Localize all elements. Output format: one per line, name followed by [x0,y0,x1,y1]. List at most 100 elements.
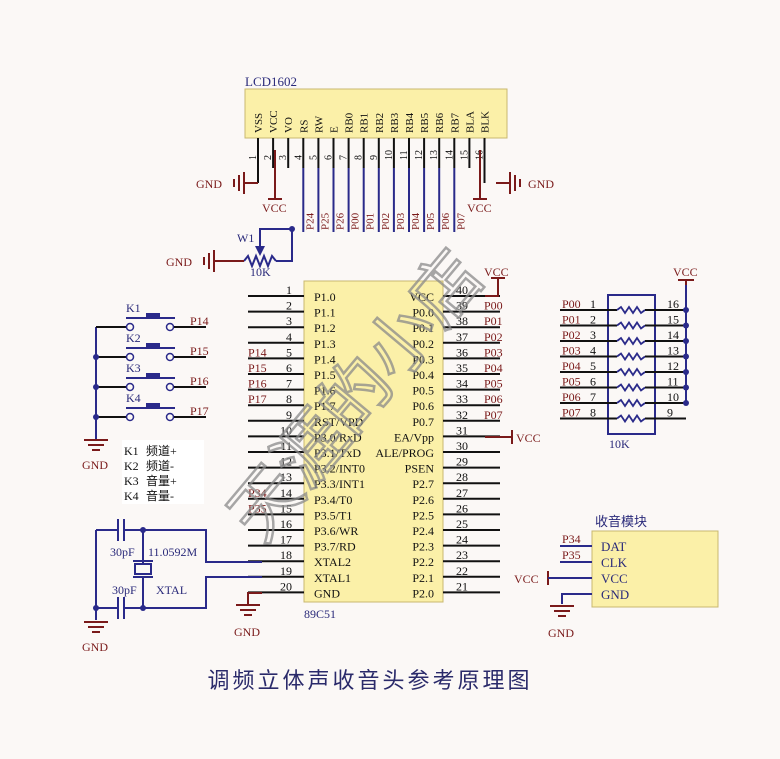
pin-name: GND [601,587,629,602]
mcu-ref: 89C51 [304,607,336,621]
pin-name: P1.0 [314,290,336,304]
pin-number: 23 [456,548,468,562]
pin-number: 28 [456,470,468,484]
net-label: P01 [484,314,503,328]
pin-number: 15 [280,501,292,515]
lcd-pin-name: RB5 [419,112,431,133]
pin-name: DAT [601,539,626,554]
pin-name: P1.6 [314,384,336,398]
pin-name: P3.0/RxD [314,430,362,444]
net-label: P16 [190,374,209,388]
pin-name: P3.5/T1 [314,508,352,522]
net-label: P05 [484,377,503,391]
vcc-label: VCC [467,201,492,215]
pin-number: 21 [456,579,468,593]
pin-number: 1 [590,297,596,311]
pin-number: 26 [456,501,468,515]
pin-name: P1.5 [314,368,336,382]
lcd-pin-name: RW [313,115,325,133]
lcd-pin-number: 1 [248,155,259,160]
radio-title: 收音模块 [595,514,647,529]
vcc-label: VCC [673,265,698,279]
legend-key: K2 [124,459,139,473]
pin-name: ALE/PROG [375,446,434,460]
lcd-net-label: P01 [365,213,377,230]
legend-key: K1 [124,444,139,458]
pin-number: 37 [456,330,468,344]
net-label: P14 [190,314,209,328]
pin-number: 16 [667,297,679,311]
pin-name: PSEN [405,462,435,476]
pin-name: P1.2 [314,321,336,335]
pin-number: 10 [280,423,292,437]
net-label: P35 [562,548,581,562]
net-label: P00 [484,299,503,313]
pin-name: P2.0 [412,586,434,600]
vcc-label: VCC [514,572,539,586]
cap-bottom-value: 30pF [112,583,137,597]
radio-pin: VCC [601,571,628,586]
pin-name: P0.1 [412,321,434,335]
net-label: P14 [248,345,267,359]
pin-number: 33 [456,392,468,406]
pin-number: 6 [286,361,292,375]
pin-number: 5 [590,359,596,373]
radio-body [591,530,719,608]
pin-number: 11 [280,439,292,453]
lcd-pin-number: 12 [414,150,425,160]
lcd-net-label: P07 [455,212,467,230]
key-legend-box [122,440,204,504]
pin-number: 1 [286,283,292,297]
net-label: P05 [562,375,581,389]
pin-name: XTAL2 [314,555,351,569]
net-label: P06 [484,392,503,406]
lcd-body [244,88,508,139]
pin-number: 16 [280,517,292,531]
cap-top-value: 30pF [110,545,135,559]
lcd-pin-name: RB2 [374,113,386,133]
gnd-label: GND [82,640,108,654]
net-label: P34 [562,532,581,546]
pin-number: 22 [456,564,468,578]
lcd-net-label: P00 [350,212,362,230]
pin-number: 18 [280,548,292,562]
pin-number: 19 [280,564,292,578]
lcd-net-label: P06 [440,212,452,230]
pin-number: 17 [280,533,292,547]
crystal-circuit: GND 30pF 11.0592M 30pF XTAL [82,519,262,654]
rnet-value: 10K [609,437,630,451]
legend-function: 频道+ [146,444,177,458]
pin-number: 14 [280,486,292,500]
lcd-pin-name: VSS [253,113,265,133]
pin-number: 27 [456,486,468,500]
net-label: P02 [562,328,581,342]
diagram-title: 调频立体声收音头参考原理图 [207,668,532,693]
key-ref: K3 [126,361,141,375]
pin-name: P3.4/T0 [314,493,352,507]
